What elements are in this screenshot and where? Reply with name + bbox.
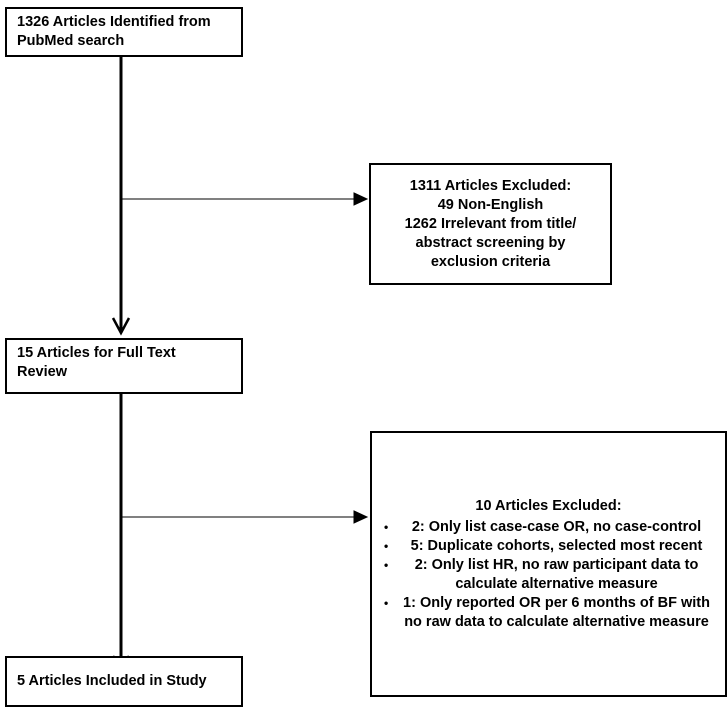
arrow-identified-to-fulltext-head [111, 317, 131, 336]
list-item: • 5: Duplicate cohorts, selected most re… [378, 537, 719, 556]
excluded-2-title: 10 Articles Excluded: [475, 497, 622, 514]
arrow-to-excluded-2-head [353, 510, 369, 524]
excluded-1-line-2: 1262 Irrelevant from title/ [404, 215, 577, 232]
full-text-line-2: Review [17, 364, 67, 380]
excluded-2-item-text: 5: Duplicate cohorts, selected most rece… [410, 537, 703, 554]
identified-line-1: 1326 Articles Identified from [17, 14, 211, 30]
excluded-1-line-4: exclusion criteria [430, 253, 551, 270]
excluded-1-line-3: abstract screening by [415, 234, 566, 251]
excluded-2-item-text: 2: Only list case-case OR, no case-contr… [411, 518, 702, 535]
full-text-line-1: 15 Articles for Full Text [17, 345, 176, 361]
bullet-icon: • [384, 538, 389, 553]
included-box: 5 Articles Included in Study [5, 656, 243, 707]
identified-box: 1326 Articles Identified from PubMed sea… [5, 7, 243, 57]
excluded-2-item-text: 1: Only reported OR per 6 months of BF w… [403, 594, 710, 630]
excluded-1-box: 1311 Articles Excluded: 49 Non-English 1… [369, 163, 612, 285]
bullet-icon: • [384, 595, 389, 610]
excluded-2-item-text: 2: Only list HR, no raw participant data… [414, 556, 699, 592]
bullet-icon: • [384, 519, 389, 534]
list-item: • 2: Only list case-case OR, no case-con… [378, 518, 719, 537]
identified-line-2: PubMed search [17, 33, 125, 49]
excluded-1-title: 1311 Articles Excluded: [409, 177, 572, 194]
included-label: 5 Articles Included in Study [17, 673, 207, 689]
excluded-2-box: 10 Articles Excluded: • 2: Only list cas… [370, 431, 727, 697]
excluded-2-list: • 2: Only list case-case OR, no case-con… [372, 518, 725, 632]
arrow-to-excluded-1-head [353, 192, 369, 206]
list-item: • 1: Only reported OR per 6 months of BF… [378, 594, 719, 632]
excluded-1-line-1: 49 Non-English [437, 196, 544, 213]
full-text-box: 15 Articles for Full Text Review [5, 338, 243, 394]
list-item: • 2: Only list HR, no raw participant da… [378, 556, 719, 594]
bullet-icon: • [384, 557, 389, 572]
